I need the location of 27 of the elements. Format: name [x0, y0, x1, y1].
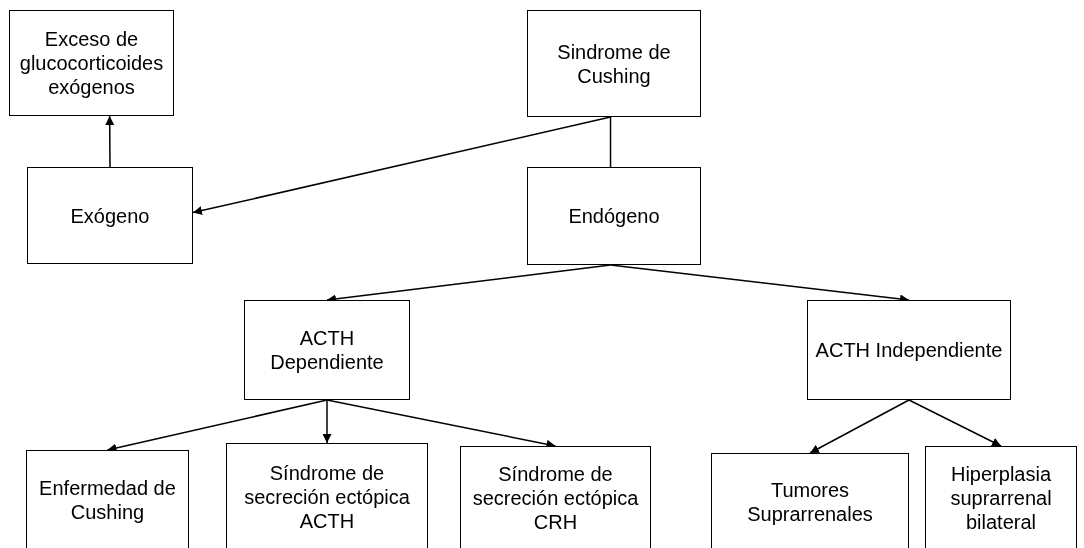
category-box [226, 443, 428, 548]
arrow [908, 399, 1002, 447]
arrow [105, 115, 115, 168]
category-box [460, 446, 651, 548]
box-label: Exógeno [70, 203, 150, 228]
box-label: Enfermedad de Cushing [38, 476, 177, 524]
arrow [322, 399, 332, 444]
category-box [244, 300, 410, 400]
category-box [527, 10, 701, 117]
category-box [26, 450, 189, 548]
box-label: Hiperplasia suprarrenal bilateral [949, 462, 1053, 534]
box-label: Síndrome de secreción ectópica ACTH [243, 460, 411, 533]
box-label: Síndrome de secreción ectópica CRH [471, 462, 640, 534]
box-label: Exceso de glucocorticoides exógenos [18, 27, 165, 99]
category-box [925, 446, 1077, 548]
arrow [809, 399, 910, 454]
box-label: ACTH Independiente [815, 338, 1003, 362]
box-label: Endógeno [568, 204, 660, 228]
category-box [527, 167, 701, 265]
box-label: ACTH Dependiente [269, 326, 385, 374]
category-box [9, 10, 174, 116]
category-box [807, 300, 1011, 400]
box-label: Sindrome de Cushing [556, 39, 672, 88]
box-label: Tumores Suprarrenales [746, 477, 874, 526]
category-box [27, 167, 193, 264]
arrow [192, 116, 612, 215]
category-box [711, 453, 909, 548]
